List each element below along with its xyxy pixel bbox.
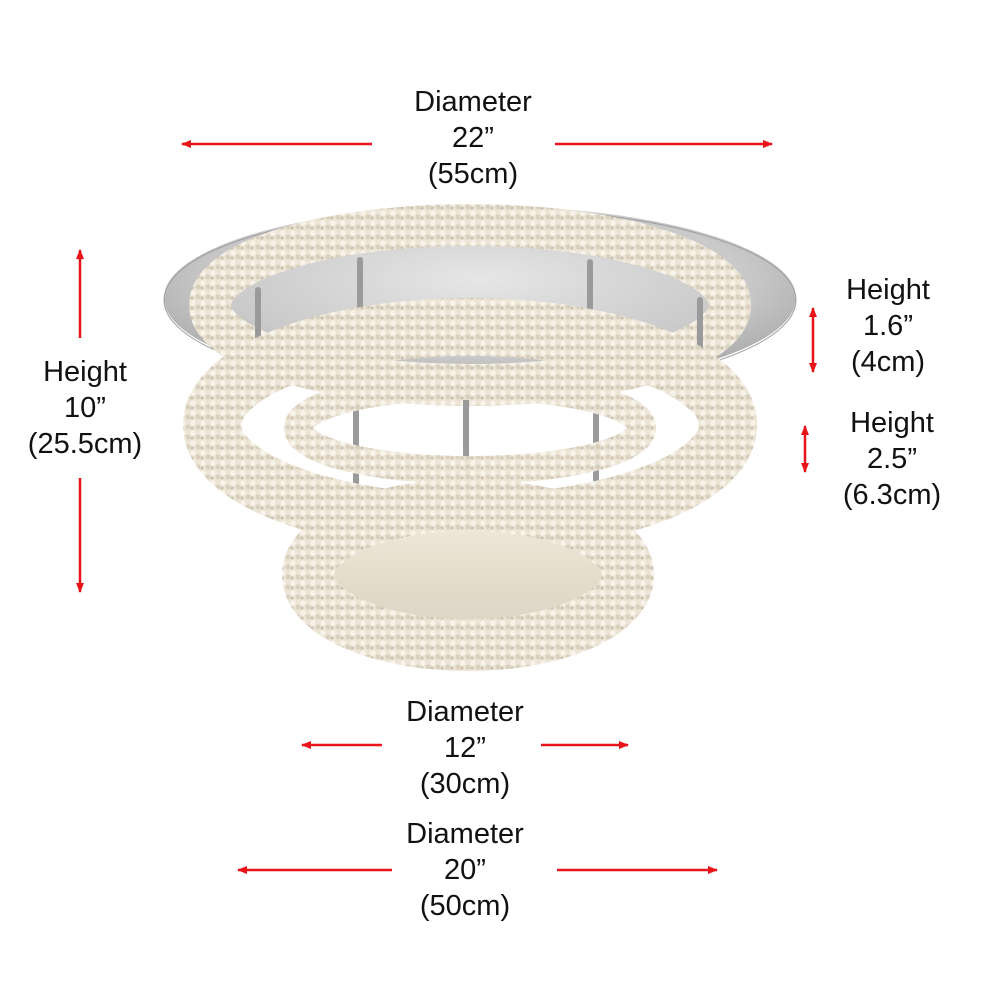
small-diameter-imperial: 12” xyxy=(444,732,486,764)
canopy-height-label: Height 1.6” (4cm) xyxy=(828,272,948,380)
small-diameter-metric: (30cm) xyxy=(419,768,511,800)
top-diameter-title: Diameter xyxy=(414,86,532,118)
canopy-height-metric: (4cm) xyxy=(850,346,926,378)
canopy-height-imperial: 1.6” xyxy=(863,310,913,342)
large-ring-diameter-label: Diameter 20” (50cm) xyxy=(380,816,550,924)
canopy-height-title: Height xyxy=(846,274,930,306)
large-diameter-imperial: 20” xyxy=(444,854,486,886)
ring-height-imperial: 2.5” xyxy=(867,443,917,475)
overall-height-metric: (25.5cm) xyxy=(27,428,143,460)
overall-height-imperial: 10” xyxy=(64,392,106,424)
ring-height-label: Height 2.5” (6.3cm) xyxy=(832,405,952,513)
top-diameter-imperial: 22” xyxy=(452,122,494,154)
small-ring xyxy=(282,479,654,671)
top-diameter-label: Diameter 22” (55cm) xyxy=(388,84,558,192)
large-diameter-title: Diameter xyxy=(406,818,524,850)
small-diameter-title: Diameter xyxy=(406,696,524,728)
ring-height-metric: (6.3cm) xyxy=(842,479,942,511)
overall-height-label: Height 10” (25.5cm) xyxy=(10,354,160,462)
inner-glow-ring xyxy=(284,372,656,484)
small-ring-diameter-label: Diameter 12” (30cm) xyxy=(380,694,550,802)
top-diameter-metric: (55cm) xyxy=(427,158,519,190)
overall-height-title: Height xyxy=(43,356,127,388)
large-diameter-metric: (50cm) xyxy=(419,890,511,922)
ring-height-title: Height xyxy=(850,407,934,439)
